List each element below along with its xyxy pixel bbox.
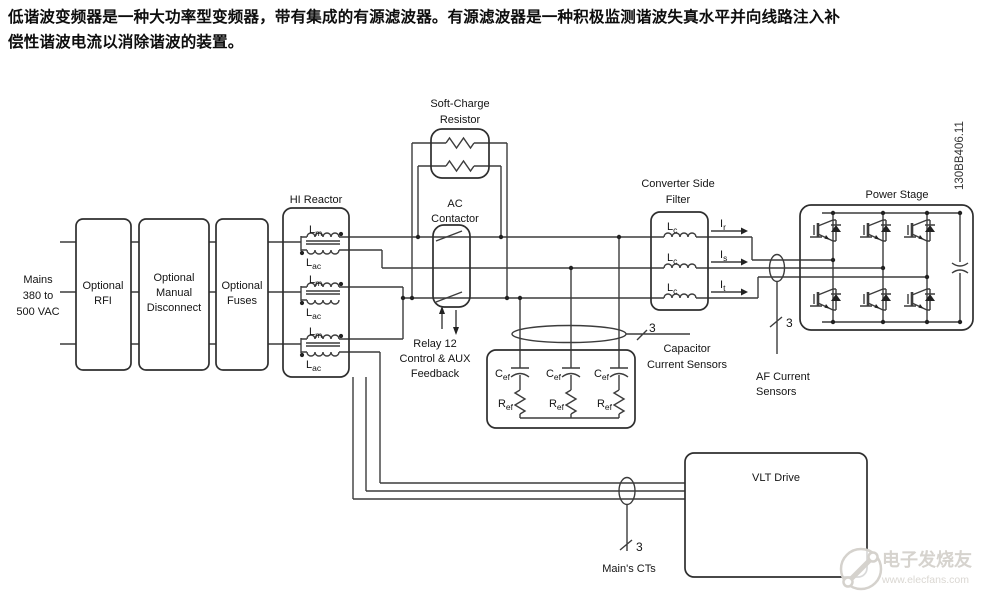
- watermark: 电子发烧友 www.elecfans.com: [839, 547, 972, 591]
- svg-text:Lac: Lac: [306, 307, 322, 321]
- svg-text:Resistor: Resistor: [440, 114, 481, 126]
- svg-text:500 VAC: 500 VAC: [16, 306, 59, 318]
- svg-text:RFI: RFI: [94, 295, 112, 307]
- mains-lines: [60, 241, 301, 345]
- svg-text:3: 3: [649, 321, 656, 335]
- svg-text:Feedback: Feedback: [411, 368, 460, 380]
- svg-text:Lc: Lc: [667, 252, 678, 266]
- svg-text:Sensors: Sensors: [756, 386, 797, 398]
- af-sensors-label: 3 AF Current Sensors: [756, 316, 810, 398]
- svg-text:Relay 12: Relay 12: [413, 338, 456, 350]
- power-stage-bridge: [808, 212, 969, 323]
- wrench-icon-end: [842, 576, 854, 588]
- hi-reactor-box: [282, 207, 350, 378]
- watermark-brand: 电子发烧友: [882, 549, 972, 570]
- soft-charge-box: [430, 128, 490, 179]
- optional-rfi-label: Optional RFI: [83, 280, 124, 307]
- svg-text:Capacitor: Capacitor: [663, 343, 710, 355]
- svg-text:Lac: Lac: [306, 359, 322, 373]
- svg-text:Lac: Lac: [306, 257, 322, 271]
- contactor-blades: [435, 230, 463, 303]
- optional-disconnect-label: Optional Manual Disconnect: [147, 272, 201, 314]
- wrench-icon-end: [867, 551, 879, 563]
- svg-text:Filter: Filter: [666, 194, 691, 206]
- power-stage-title: Power Stage: [866, 189, 929, 201]
- optional-fuses-box: [215, 218, 269, 371]
- optional-fuses-label: Optional Fuses: [222, 280, 263, 307]
- vlt-drive-box: [684, 452, 868, 578]
- svg-text:Optional: Optional: [222, 280, 263, 292]
- svg-text:Disconnect: Disconnect: [147, 302, 201, 314]
- svg-text:Ir: Ir: [720, 218, 726, 232]
- lm-lac-labels: Lm Lac Lm Lac Lm Lac: [306, 224, 322, 373]
- ac-contactor-label: AC Contactor: [431, 198, 479, 225]
- svg-text:Optional: Optional: [154, 272, 195, 284]
- optional-rfi-box: [75, 218, 132, 371]
- mains-cts-label: 3 Main's CTs: [602, 540, 656, 575]
- phase-lines: [339, 232, 927, 340]
- svg-text:Is: Is: [720, 249, 727, 263]
- relay-label: Relay 12 Control & AUX Feedback: [400, 338, 472, 380]
- optional-disconnect-box: [138, 218, 210, 371]
- svg-text:Contactor: Contactor: [431, 213, 479, 225]
- document-code: 130BB406.11: [954, 121, 966, 190]
- phase-current-labels: Ir Is It: [720, 218, 727, 293]
- soft-charge-bypass: [411, 136, 508, 298]
- filter-capacitor-branches: [510, 237, 629, 419]
- svg-text:380 to: 380 to: [23, 290, 54, 302]
- svg-text:Mains: Mains: [23, 274, 53, 286]
- current-arrows: [711, 227, 748, 296]
- svg-text:Main's CTs: Main's CTs: [602, 563, 656, 575]
- svg-text:Ref: Ref: [498, 398, 514, 412]
- hi-reactor-title: HI Reactor: [290, 194, 343, 206]
- svg-text:Ref: Ref: [597, 398, 613, 412]
- svg-text:3: 3: [636, 540, 643, 554]
- svg-text:Lm: Lm: [309, 224, 322, 238]
- svg-text:Optional: Optional: [83, 280, 124, 292]
- svg-text:It: It: [720, 279, 726, 293]
- ac-contactor-box: [432, 224, 471, 308]
- watermark-url: www.elecfans.com: [881, 574, 969, 586]
- svg-text:Lc: Lc: [667, 221, 678, 235]
- sensor-ellipses: [511, 253, 786, 551]
- capacitor-sensors-label: 3 Capacitor Current Sensors: [647, 321, 728, 371]
- svg-text:AC: AC: [447, 198, 462, 210]
- vlt-drive-title: VLT Drive: [752, 472, 800, 484]
- svg-text:3: 3: [786, 316, 793, 330]
- cef-ref-labels: Cef Cef Cef Ref Ref Ref: [495, 368, 613, 412]
- svg-text:Converter Side: Converter Side: [641, 178, 714, 190]
- converter-filter-label: Converter Side Filter: [641, 178, 714, 206]
- converter-filter-box: [650, 211, 709, 311]
- intro-line-1: 低谐波变频器是一种大功率型变频器，带有集成的有源滤波器。有源滤波器是一种积极监测…: [8, 9, 841, 26]
- wrench-icon: [847, 556, 874, 583]
- svg-text:Cef: Cef: [594, 368, 610, 382]
- junction-dots: [299, 210, 963, 358]
- svg-text:AF Current: AF Current: [756, 371, 810, 383]
- svg-text:Soft-Charge: Soft-Charge: [430, 98, 489, 110]
- svg-text:Lm: Lm: [309, 326, 322, 340]
- soft-charge-label: Soft-Charge Resistor: [430, 98, 489, 126]
- mains-label: Mains 380 to 500 VAC: [16, 274, 59, 318]
- svg-text:Current Sensors: Current Sensors: [647, 359, 728, 371]
- svg-text:Lc: Lc: [667, 282, 678, 296]
- svg-text:Lm: Lm: [309, 274, 322, 288]
- svg-text:Control & AUX: Control & AUX: [400, 353, 472, 365]
- intro-text: 低谐波变频器是一种大功率型变频器，带有集成的有源滤波器。有源滤波器是一种积极监测…: [8, 5, 984, 55]
- svg-text:Fuses: Fuses: [227, 295, 257, 307]
- svg-text:Cef: Cef: [495, 368, 511, 382]
- lc-labels: Lc Lc Lc: [667, 221, 678, 296]
- svg-text:Cef: Cef: [546, 368, 562, 382]
- svg-text:Manual: Manual: [156, 287, 192, 299]
- svg-text:Ref: Ref: [549, 398, 565, 412]
- vlt-feed-lines: [339, 351, 685, 500]
- power-stage-box: [799, 204, 974, 331]
- relay-arrows: [439, 306, 459, 335]
- reactor-windings: [300, 232, 340, 357]
- capacitor-filter-box: [486, 349, 636, 429]
- intro-line-2: 偿性谐波电流以消除谐波的装置。: [8, 34, 244, 52]
